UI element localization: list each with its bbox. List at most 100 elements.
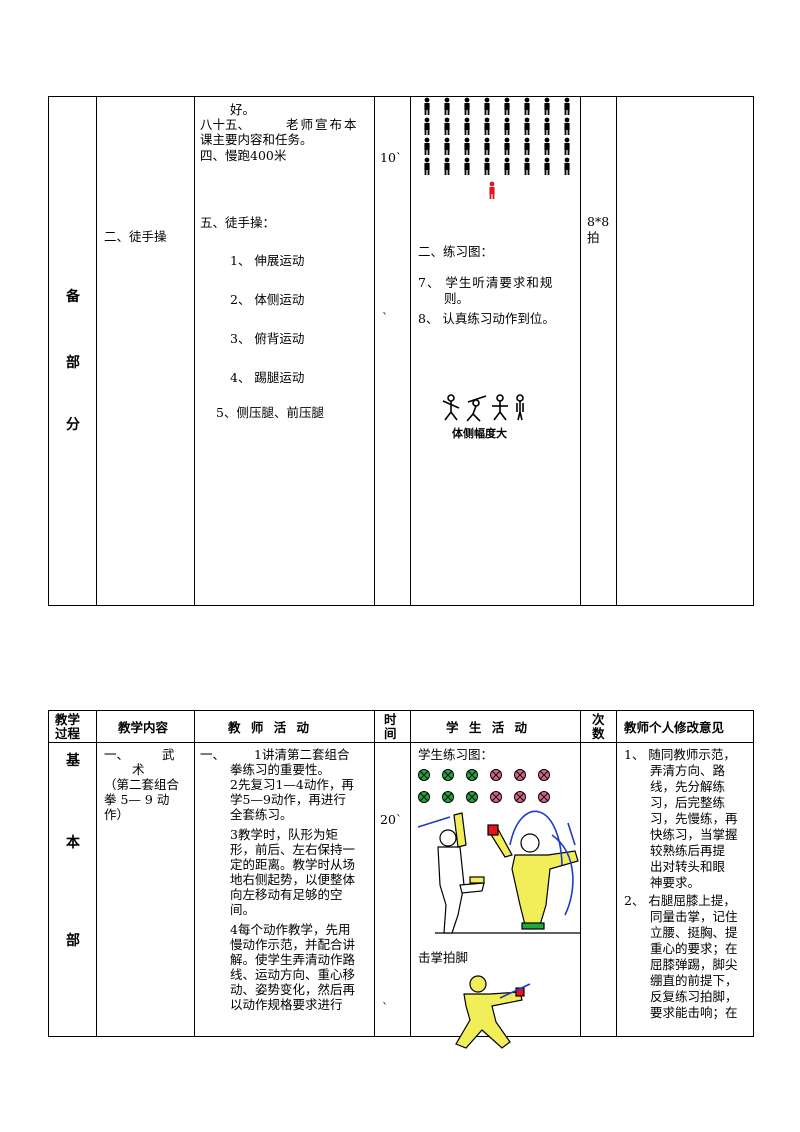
student-figure (444, 137, 450, 155)
teacher-line: 线、运动方向、重心移 (230, 967, 356, 982)
content-line: 作） (104, 807, 130, 822)
content-line: 术 (132, 762, 145, 777)
formation-cross (468, 793, 476, 801)
section-char-3: 部 (66, 933, 80, 949)
teacher-line: 全套练习。 (230, 807, 293, 822)
header-teacher: 教 师 活 动 (228, 720, 313, 735)
student-figure (464, 117, 470, 135)
notes-line: 同量击掌，记住 (650, 909, 738, 924)
header-reps: 数 (592, 726, 605, 741)
student-figure (444, 157, 450, 175)
notes-line: 立腰、挺胸、提 (650, 925, 738, 940)
student-line: 则。 (444, 291, 470, 306)
content-line: （第二套组合 (104, 777, 180, 792)
header-content: 教学内容 (118, 720, 169, 735)
student-figure (564, 137, 570, 155)
reps-unit: 拍 (587, 230, 600, 245)
notes-line: 线，先分解练 (650, 779, 726, 794)
teacher-line: 好。 (230, 102, 256, 117)
teacher-line: 2先复习1—4动作，再 (230, 777, 354, 792)
formation-cross (516, 771, 524, 779)
teacher-line: 八十五、 (200, 117, 251, 132)
header-process: 教学 (55, 712, 81, 727)
section-char-3: 分 (66, 417, 80, 433)
section-char-1: 备 (66, 289, 80, 305)
student-figure (484, 137, 490, 155)
notes-line: 神要求。 (650, 875, 701, 890)
teacher-line: 4、 踢腿运动 (230, 370, 305, 385)
formation-cross (540, 793, 548, 801)
martial-arts-illustration (417, 810, 580, 934)
student-figure (424, 117, 430, 135)
stick-figures (442, 394, 524, 422)
student-figure (504, 117, 510, 135)
header-reps: 次 (592, 712, 605, 727)
notes-line: 习，先慢练，再 (650, 811, 738, 826)
formation-cross (420, 771, 428, 779)
notes-line: 要求能击响；在 (650, 1005, 738, 1020)
student-line: 7、 学生听清要求和规 (418, 275, 554, 290)
notes-line: 2、 右腿屈膝上提， (624, 893, 736, 908)
notes-line: 反复练习拍脚， (650, 989, 738, 1004)
notes-line: 1、 随同教师示范， (624, 747, 736, 762)
formation-cross (420, 793, 428, 801)
student-figure (524, 137, 530, 155)
student-figure (464, 97, 470, 115)
section-char-1: 基 (66, 753, 80, 769)
student-caption: 击掌拍脚 (418, 950, 469, 965)
content-exercise: 二、徒手操 (104, 229, 167, 244)
time-tick: ` (382, 1000, 389, 1015)
teacher-line: 3、 俯背运动 (230, 331, 305, 346)
teacher-line: 间。 (230, 902, 256, 917)
content-line: 拳 5— 9 动 (104, 792, 170, 807)
student-figure (544, 97, 550, 115)
time-mark: 20` (380, 812, 403, 827)
notes-line: 绷直的前提下， (650, 973, 738, 988)
teacher-line: 向左移动有足够的空 (230, 887, 343, 902)
notes-line: 出对转头和眼 (650, 859, 726, 874)
student-figure (484, 97, 490, 115)
student-figure (564, 157, 570, 175)
notes-line: 习，后完整练 (650, 795, 726, 810)
notes-line: 快练习，当掌握 (650, 827, 738, 842)
formation-cross (444, 771, 452, 779)
notes-line: 较熟练后再提 (650, 843, 726, 858)
teacher-line: 以动作规格要求进行 (230, 997, 343, 1012)
header-notes: 教师个人修改意见 (624, 720, 725, 735)
teacher-line: 学5—9动作，再进行 (230, 792, 346, 807)
section-char-2: 本 (66, 835, 80, 851)
student-figure (484, 117, 490, 135)
teacher-line: 3教学时，队形为矩 (230, 827, 338, 842)
figure-caption: 体侧幅度大 (452, 427, 507, 440)
clap-kick-illustration (455, 975, 531, 1049)
teacher-line: 四、慢跑400米 (200, 148, 287, 163)
notes-line: 重心的要求；在 (650, 941, 738, 956)
formation-cross (492, 793, 500, 801)
formation-cross (444, 793, 452, 801)
teacher-line: 解。使学生弄清动作路 (230, 952, 356, 967)
teacher-line: 1、 伸展运动 (230, 253, 305, 268)
time-tick: ` (382, 310, 389, 325)
header-student: 学 生 活 动 (446, 720, 531, 735)
teacher-line: 1讲清第二套组合 (254, 747, 350, 762)
student-figure (524, 97, 530, 115)
student-figure (464, 157, 470, 175)
student-figure (544, 117, 550, 135)
student-line: 8、 认真练习动作到位。 (418, 311, 555, 326)
formation-figures (424, 97, 570, 199)
reps-value: 8*8 (587, 214, 610, 229)
student-figure (424, 137, 430, 155)
header-process: 过程 (55, 726, 81, 741)
student-figure (544, 137, 550, 155)
formation-cross (468, 771, 476, 779)
student-figure (444, 97, 450, 115)
section-char-2: 部 (66, 355, 80, 371)
teacher-line: 慢动作示范，并配合讲 (230, 937, 356, 952)
student-figure (424, 97, 430, 115)
student-figure (424, 157, 430, 175)
student-figure (544, 157, 550, 175)
formation-cross (492, 771, 500, 779)
notes-line: 屈膝弹踢，脚尖 (650, 957, 738, 972)
student-line: 二、练习图： (418, 244, 494, 259)
header-time: 时 (384, 712, 397, 727)
